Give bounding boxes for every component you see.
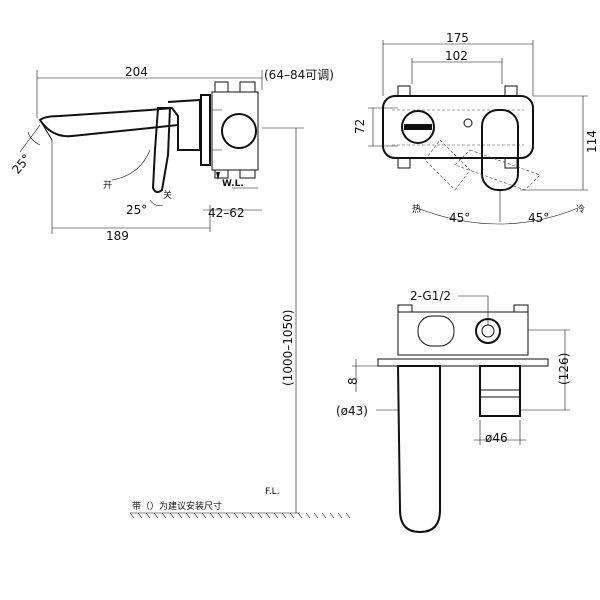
dim-angle-cold: 45° (528, 211, 549, 225)
bottom-plate (377, 358, 549, 367)
handle (151, 107, 172, 194)
spout (38, 106, 179, 138)
side-view: 204 (64–84可调) 25° 开 关 25° W.L. 4 (9, 65, 351, 519)
label-hot: 热 (412, 203, 421, 215)
wall-plate (200, 94, 211, 166)
label-fl: F.L. (265, 487, 279, 497)
bottom-view: 2-G1/2 8 (ø43) ø46 (126) (336, 289, 571, 534)
front-valve (401, 110, 435, 144)
front-view: 175 102 72 114 热 冷 45° (353, 31, 599, 225)
dim-inner-width: 102 (445, 49, 468, 63)
bottom-body (479, 365, 521, 417)
mounting-box (211, 91, 259, 171)
dim-wall-range: 42–62 (208, 206, 245, 220)
label-thread: 2-G1/2 (410, 289, 451, 303)
front-handle (481, 109, 519, 191)
dim-depth: (126) (557, 353, 571, 385)
label-close: 关 (163, 189, 172, 201)
dim-height-range: (1000–1050) (281, 310, 295, 386)
dim-height: 114 (585, 130, 599, 153)
dim-width: 175 (446, 31, 469, 45)
dim-spout-width: 189 (106, 229, 129, 243)
dim-adjustable: (64–84可调) (264, 68, 334, 82)
dim-body-dia: ø46 (485, 431, 508, 445)
bottom-port (475, 318, 501, 344)
angle-arc (416, 207, 579, 225)
dim-total-width: 204 (125, 65, 148, 79)
label-cold: 冷 (576, 203, 585, 215)
valve-port (221, 113, 257, 149)
label-open: 开 (103, 180, 112, 191)
dim-inner-height: 72 (353, 119, 367, 134)
dim-angle-hot: 45° (449, 211, 470, 225)
label-wl: W.L. (222, 179, 244, 189)
dim-angle-spout: 25° (9, 151, 33, 176)
note-recommended: 带（）为建议安装尺寸 (132, 500, 222, 512)
bottom-spout (396, 365, 441, 534)
faucet-body (167, 98, 201, 151)
dim-plate: 8 (346, 377, 360, 385)
dim-spout-dia: (ø43) (336, 404, 368, 418)
bottom-box (397, 311, 529, 356)
dim-angle-handle: 25° (126, 203, 147, 217)
